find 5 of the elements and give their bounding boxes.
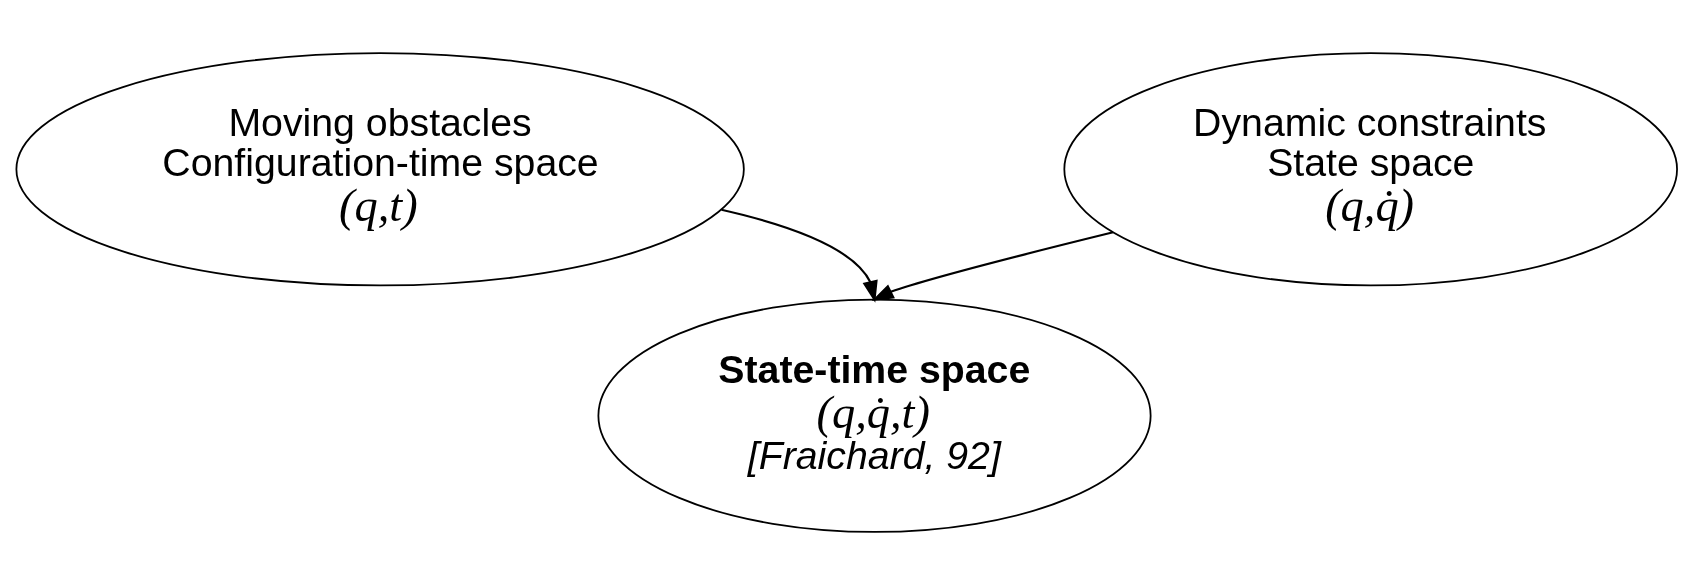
node-ellipse: State-time space (q,q̇,t) [Fraichard, 92] xyxy=(597,298,1152,533)
arrow xyxy=(721,208,878,303)
arrow xyxy=(871,231,1114,302)
node-ellipse: Dynamic constraints State space (q,q̇) xyxy=(1063,52,1678,287)
node-ellipse: Moving obstacles Configuration-time space (q,t) xyxy=(15,52,745,287)
